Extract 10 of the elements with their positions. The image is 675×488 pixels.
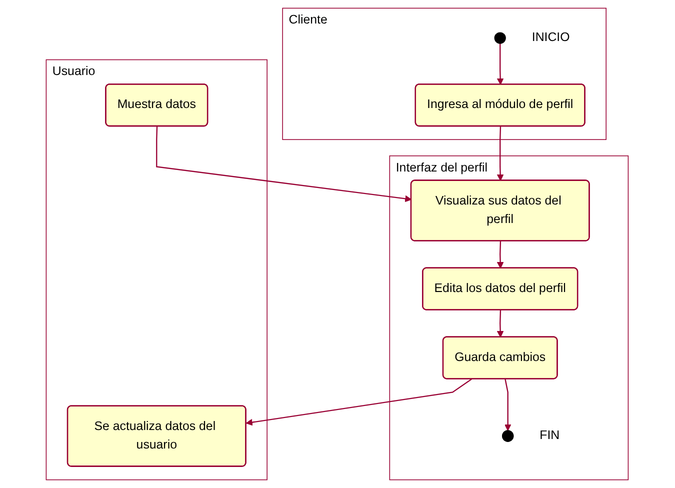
- arrow: [497, 43, 504, 85]
- arrow: [504, 378, 512, 431]
- node-circle: [494, 32, 506, 44]
- arrow: [497, 241, 504, 269]
- arrow: [497, 126, 504, 181]
- node-label: FIN: [540, 429, 560, 442]
- arrow: [246, 378, 472, 426]
- node-label: INICIO: [532, 31, 570, 44]
- arrow: [497, 310, 504, 338]
- arrow: [156, 126, 412, 202]
